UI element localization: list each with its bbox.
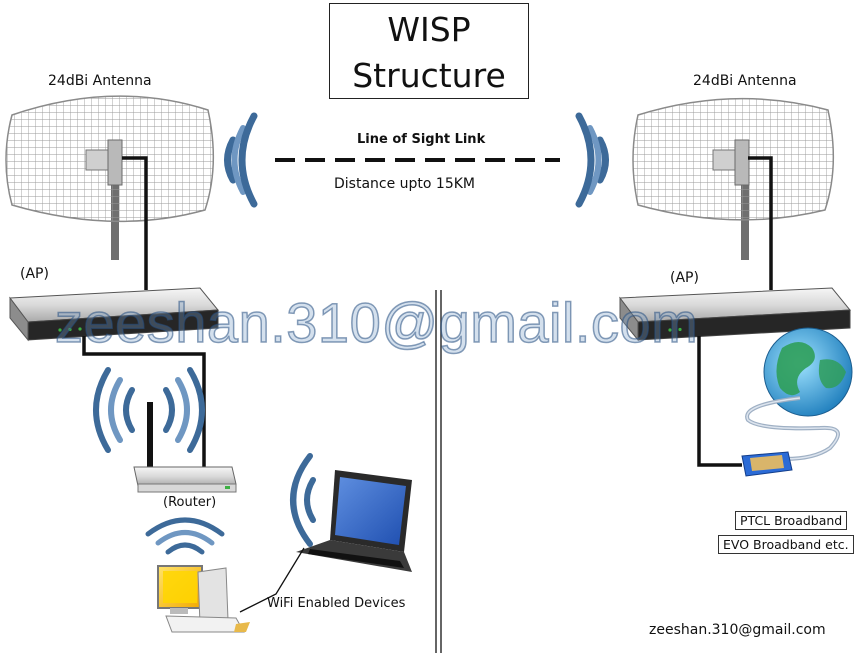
title-line-2: Structure [352, 56, 506, 95]
divider-line [435, 290, 442, 653]
laptop-wave-icon [290, 453, 316, 547]
desktop-computer-icon [157, 565, 250, 633]
access-point-left-icon [9, 287, 220, 342]
antenna-left-label: 24dBi Antenna [48, 73, 152, 89]
antenna-left-icon [5, 95, 215, 260]
antenna-right-icon [632, 97, 835, 260]
desktop-wave-icon [145, 517, 225, 555]
ap-left-label: (AP) [20, 266, 49, 282]
footer-email: zeeshan.310@gmail.com [649, 622, 826, 638]
title-line-1: WISP [387, 10, 471, 49]
router-icon [133, 402, 237, 493]
ap-right-label: (AP) [670, 270, 699, 286]
title-box: WISP Structure [329, 3, 529, 99]
wave-right-icon [575, 112, 609, 208]
router-wave-icon [93, 367, 205, 453]
link-title-label: Line of Sight Link [357, 132, 486, 147]
link-distance-label: Distance upto 15KM [334, 176, 476, 192]
antenna-right-label: 24dBi Antenna [693, 73, 797, 89]
evo-broadband-label: EVO Broadband etc. [718, 535, 854, 554]
broadband-modem-icon [741, 396, 840, 477]
access-point-right-icon [619, 287, 852, 342]
wifi-pointer-line [239, 547, 305, 613]
globe-icon [763, 327, 853, 417]
router-label: (Router) [163, 495, 217, 510]
ptcl-broadband-label: PTCL Broadband [735, 511, 848, 530]
wave-left-icon [224, 112, 258, 208]
watermark-text: zeeshan.310@gmail.com [54, 290, 699, 355]
wifi-devices-label: WiFi Enabled Devices [267, 596, 406, 611]
laptop-icon [296, 470, 412, 572]
